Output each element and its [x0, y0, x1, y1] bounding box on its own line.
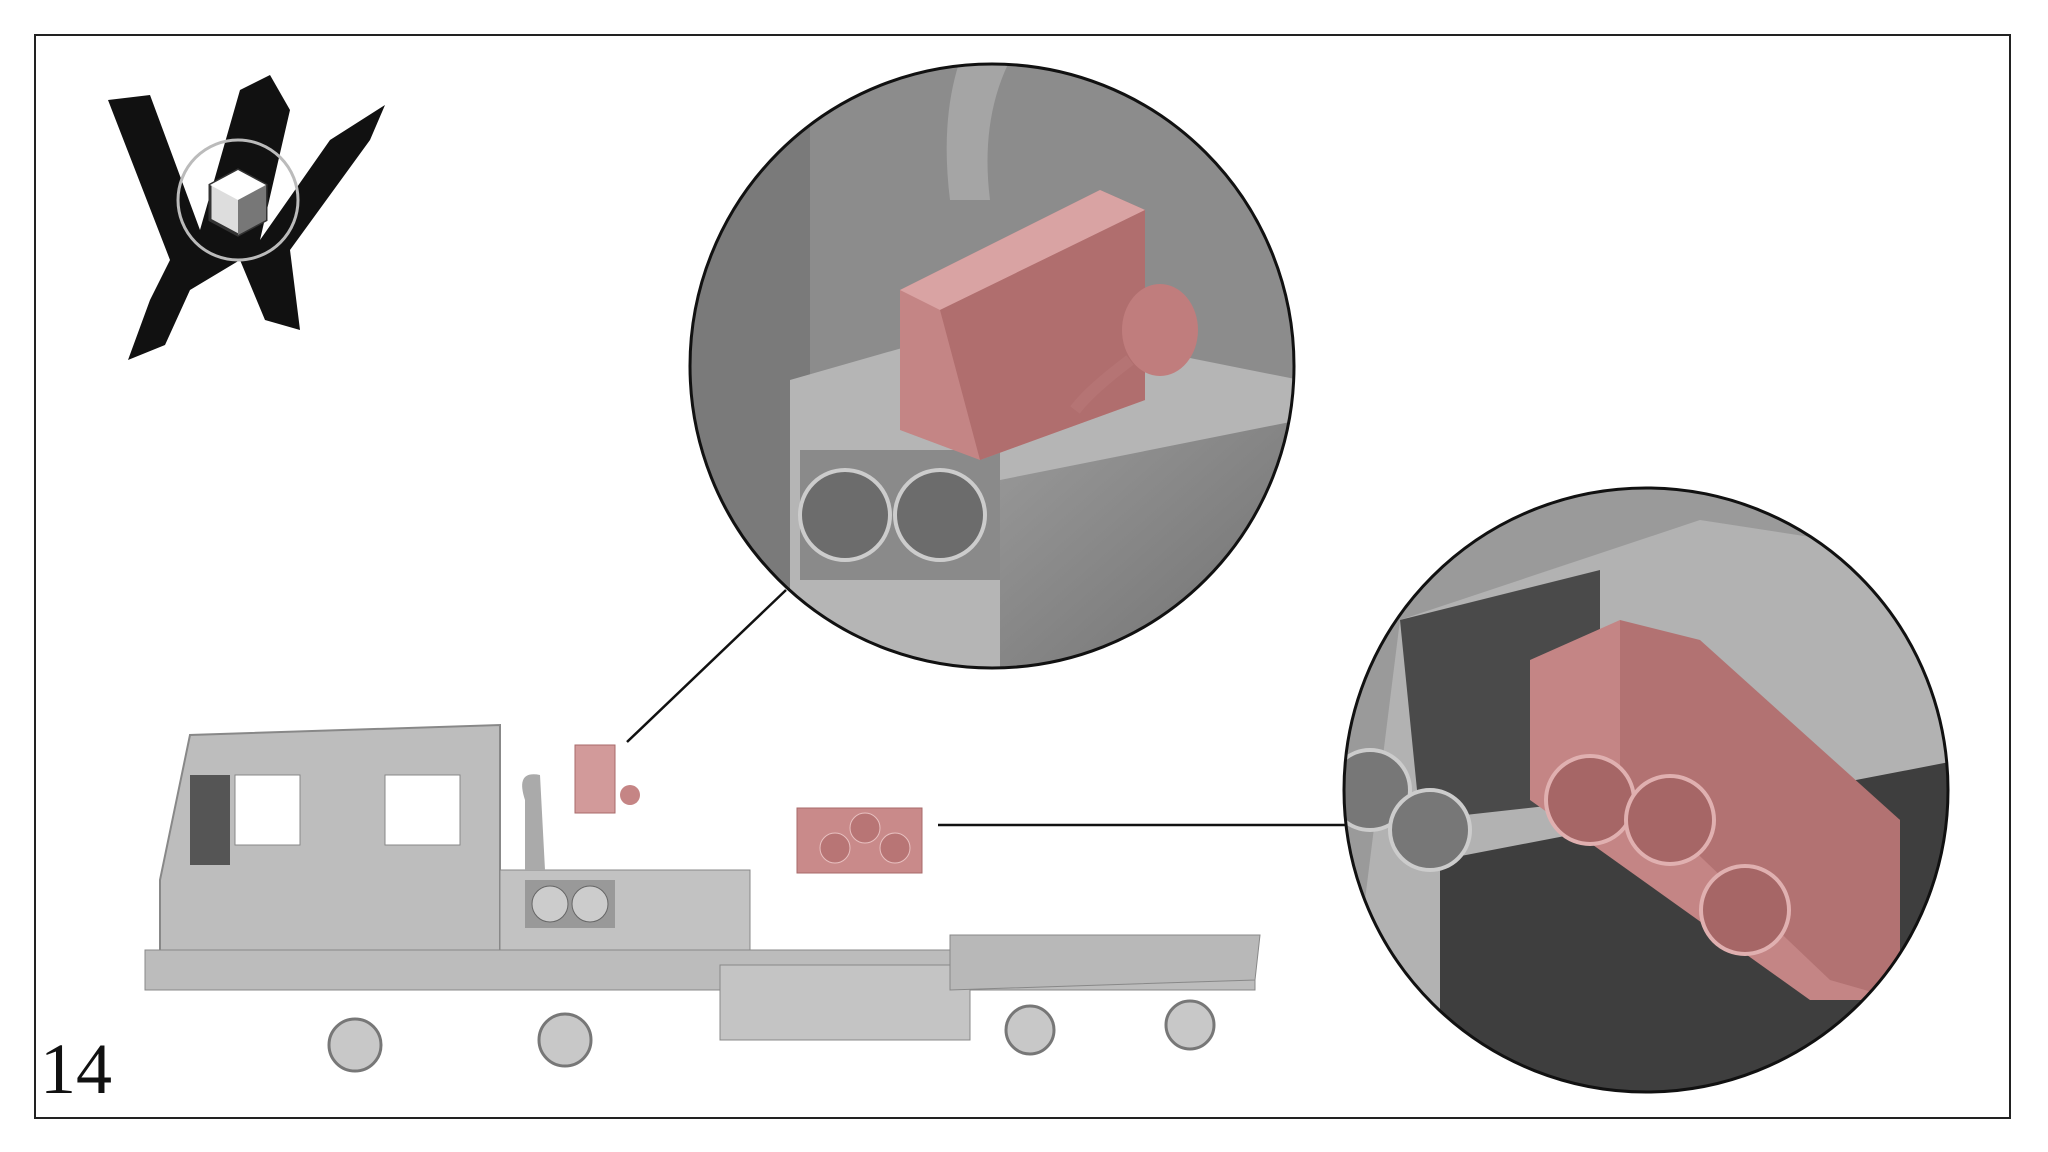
step-number: 14	[40, 1029, 112, 1109]
detail-circle-2	[1342, 486, 1950, 1094]
battery-box-part	[574, 744, 616, 814]
truck-chassis-model	[144, 723, 1261, 1073]
page-frame	[34, 34, 2011, 1119]
detail-circle-1	[688, 62, 1296, 670]
brand-logo	[108, 75, 385, 360]
leader-line-1	[626, 589, 787, 743]
detail-view-radiator	[1344, 488, 1948, 1092]
